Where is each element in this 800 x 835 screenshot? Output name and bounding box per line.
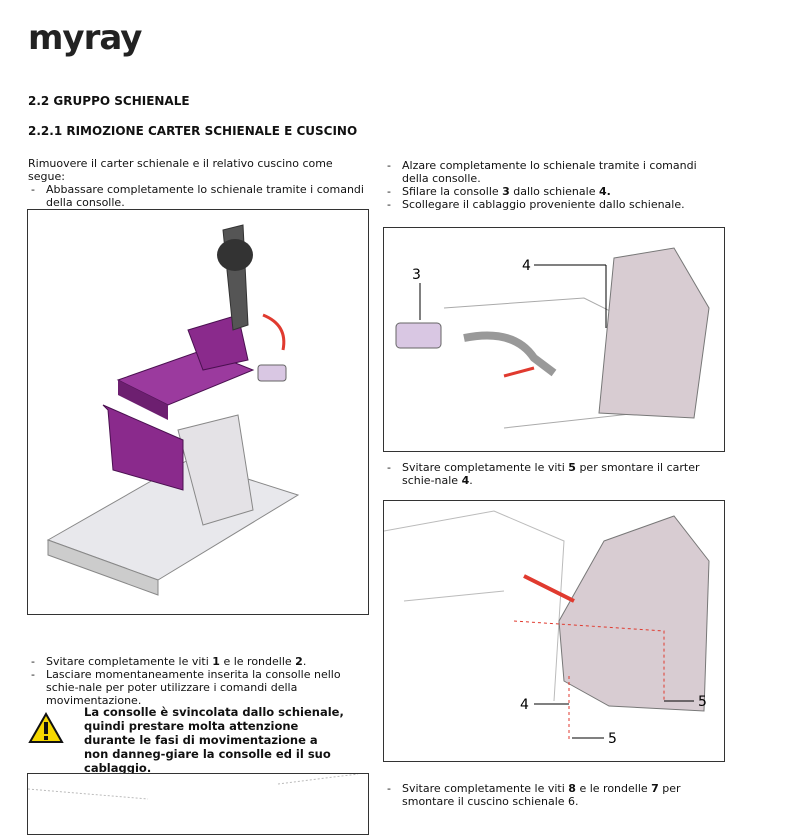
figure-backrest-carter: 4 5 5 [383,500,725,762]
myray-logo: myray [28,18,142,58]
label-3: 3 [412,267,421,283]
warning-icon [28,711,64,748]
step-disconnect-wiring: Scollegare il cablaggio proveniente dall… [384,198,724,211]
right-steps-block: Alzare completamente lo schienale tramit… [384,159,724,211]
right-step-unscrew-8-7: Svitare completamente le viti 8 e le ron… [384,782,724,808]
step-keep-consolle: Lasciare momentaneamente inserita la con… [28,668,368,707]
left-steps-block: Svitare completamente le viti 1 e le ron… [28,655,368,707]
subsection-title: 2.2.1 RIMOZIONE CARTER SCHIENALE E CUSCI… [28,124,358,138]
chair-illustration [46,224,300,596]
right-step-unscrew-5: Svitare completamente le viti 5 per smon… [384,461,724,487]
figure-chair-overview [27,209,369,615]
label-5: 5 [698,694,707,710]
label-5-lower: 5 [608,731,617,747]
carter-illustration: 4 5 5 [384,510,710,747]
left-intro-block: Rimuovere il carter schienale e il relat… [28,157,368,209]
consolle-illustration: 3 4 [395,247,710,429]
label-4: 4 [520,697,529,713]
step-unscrew-1-2: Svitare completamente le viti 1 e le ron… [28,655,368,668]
label-4: 4 [522,258,531,274]
step-raise-backrest: Alzare completamente lo schienale tramit… [384,159,724,185]
section-title: 2.2 GRUPPO SCHIENALE [28,94,190,108]
intro-text: Rimuovere il carter schienale e il relat… [28,157,333,183]
figure-consolle-removal: 3 4 [383,227,725,452]
step-lower-backrest: Abbassare completamente lo schienale tra… [28,183,368,209]
figure-backrest-screws [27,773,369,835]
step-remove-consolle: Sfilare la consolle 3 dallo schienale 4. [384,185,724,198]
warning-text: La consolle è svincolata dallo schienale… [84,705,344,775]
